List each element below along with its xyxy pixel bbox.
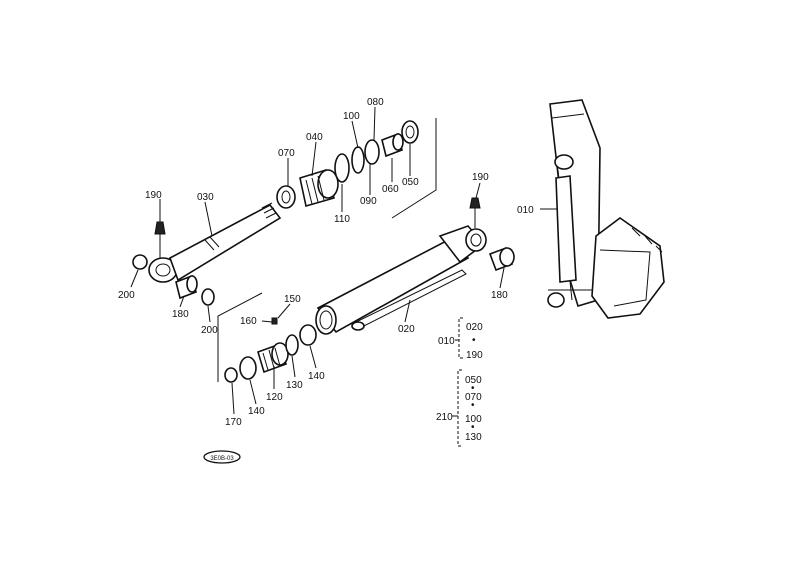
grease-nipple-icon [154,221,166,258]
bushing-icon [175,274,198,300]
part-label-100: 100 [343,111,360,122]
kit-separator: • [472,335,476,346]
kit-010-item: 190 [466,350,483,361]
part-labels: 190 030 070 040 100 080 110 090 060 050 … [118,97,534,428]
seal-ring-icon [299,168,339,208]
seal-ring-icon [285,334,299,356]
kit-010-item: 020 [466,322,483,333]
kit-210-item: 070 [465,392,482,403]
part-label-170: 170 [225,417,242,428]
kit-010-group: 010 020 • 190 [438,317,483,361]
seal-ring-icon [276,185,296,209]
part-label-060: 060 [382,184,399,195]
kit-210-item: 050 [465,375,482,386]
seal-ring-icon [364,139,380,165]
part-label-020: 020 [398,324,415,335]
grease-nipple-icon [469,197,481,228]
kit-separator: • [471,400,475,411]
kit-210-item: 130 [465,432,482,443]
seal-ring-icon [351,146,365,174]
seal-ring-icon [334,153,350,183]
kit-separator: • [471,422,475,433]
part-label-110: 110 [334,214,350,225]
part-label-140: 140 [308,371,325,382]
bushing-icon [381,132,404,158]
part-label-050: 050 [402,177,419,188]
part-label-030: 030 [197,192,214,203]
drawing-stamp: 3E0B-03 [203,450,241,464]
bushing-icon [132,254,148,270]
part-label-120: 120 [266,392,283,403]
kit-210-group: 210 050 • 070 • 100 • 130 [436,369,482,447]
seal-ring-icon [401,120,419,144]
part-label-070: 070 [278,148,295,159]
bushing-icon [488,246,515,272]
part-label-180: 180 [491,290,508,301]
seal-ring-icon [299,324,317,346]
part-label-160: 160 [240,316,257,327]
part-label-040: 040 [306,132,323,143]
kit-010-label: 010 [438,336,455,347]
part-label-010: 010 [517,205,534,216]
kit-210-label: 210 [436,412,453,423]
stamp-text: 3E0B-03 [210,456,234,462]
cylinder-tube-icon [315,225,487,335]
part-label-080: 080 [367,97,384,108]
kit-210-item: 100 [465,414,482,425]
part-label-200: 200 [118,290,135,301]
seal-ring-icon [201,288,215,306]
kit-separator: • [471,383,475,394]
grease-nipple-icon [271,317,278,325]
part-label-140: 140 [248,406,265,417]
part-label-200: 200 [201,325,218,336]
seal-ring-icon [224,367,238,383]
part-label-190: 190 [472,172,489,183]
part-label-130: 130 [286,380,303,391]
leader-lines [130,106,558,415]
part-label-090: 090 [360,196,377,207]
cylinder-tube-icon [257,342,289,374]
cylinder-rod-icon [148,202,282,283]
backhoe-arm-icon [547,99,665,319]
part-label-180: 180 [172,309,189,320]
part-label-150: 150 [284,294,301,305]
seal-ring-icon [239,356,257,380]
part-label-190: 190 [145,190,162,201]
